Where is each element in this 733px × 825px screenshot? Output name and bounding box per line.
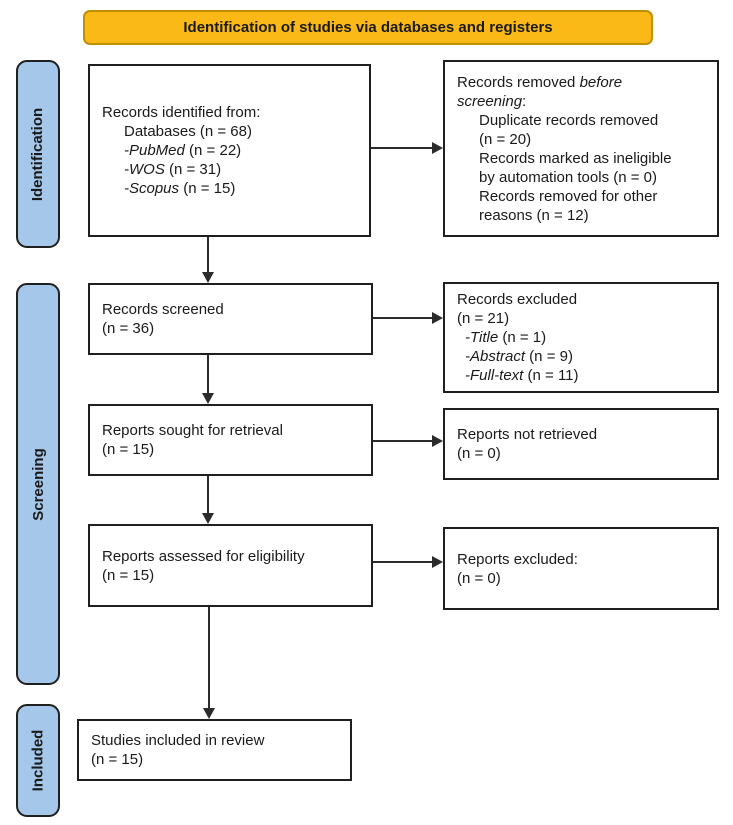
text-line: Records marked as ineligible [479,149,672,167]
text-line: Records removed for other [479,187,658,205]
text-line: Reports assessed for eligibility [102,547,305,565]
arrow-head-down-icon [202,513,214,524]
text-line: -PubMed (n = 22) [124,142,242,159]
text-line: (n = 0) [457,445,501,462]
text-line: -Abstract (n = 9) [465,348,573,365]
stage-included-text: Included [29,729,47,792]
banner-header: Identification of studies via databases … [83,10,653,45]
text-line: (n = 15) [102,566,155,584]
text-line: (n = 36) [102,320,155,337]
text-line: -Scopus (n = 15) [124,180,236,197]
stage-label-screening: Screening [16,283,60,685]
box-reports-excluded: Reports excluded:(n = 0) [443,527,719,610]
arrow-screened-to-excluded [373,312,443,324]
text-line: Reports sought for retrieval [102,422,283,439]
stage-identification-text: Identification [29,107,47,201]
text-line: (n = 0) [457,569,501,587]
box-records-identified: Records identified from: Databases (n = 6… [88,64,371,237]
arrow-identified-to-removed [371,142,443,154]
arrow-identified-to-screened [202,237,214,283]
box-reports-sought-for-retrieval: Reports sought for retrieval (n = 15) [88,404,373,476]
text-line: screening: [457,92,527,110]
stage-label-included: Included [16,704,60,817]
text-line: by automation tools (n = 0) [479,168,658,186]
arrow-shaft [371,147,433,149]
text-line: -Full-text (n = 11) [465,367,579,384]
arrow-head-right-icon [432,312,443,324]
text-line: Records screened [102,301,224,318]
arrow-head-down-icon [203,708,215,719]
arrow-sought-to-assessed [202,476,214,524]
text-line: Databases (n = 68) [124,123,252,140]
arrow-head-right-icon [432,435,443,447]
arrow-shaft [373,440,433,442]
arrow-shaft [373,561,433,563]
text-line: (n = 20) [479,130,532,148]
arrow-head-down-icon [202,393,214,404]
arrow-shaft [208,607,210,709]
text-line: Records identified from: [102,104,261,121]
text-line: Records excluded [457,291,578,308]
arrow-screened-to-sought [202,355,214,404]
text-line: (n = 15) [91,751,144,768]
arrow-shaft [207,355,209,394]
text-line: Reports not retrieved [457,426,598,443]
arrow-head-right-icon [432,556,443,568]
arrow-head-right-icon [432,142,443,154]
text-line: Reports excluded: [457,550,578,568]
text-line: Studies included in review [91,732,265,749]
arrow-shaft [373,317,433,319]
text-line: -Title (n = 1) [465,329,547,346]
arrow-shaft [207,476,209,514]
arrow-sought-to-not-retrieved [373,435,443,447]
box-reports-not-retrieved: Reports not retrieved (n = 0) [443,408,719,480]
text-line: (n = 21) [457,310,510,327]
arrow-head-down-icon [202,272,214,283]
arrow-assessed-to-included [203,607,215,719]
box-records-excluded: Records excluded (n = 21) -Title (n = 1) -A… [443,282,719,393]
text-line: -WOS (n = 31) [124,161,222,178]
arrow-assessed-to-reports-excluded [373,556,443,568]
stage-label-identification: Identification [16,60,60,248]
box-studies-included-in-review: Studies included in review (n = 15) [77,719,352,781]
text-line: (n = 15) [102,441,155,458]
box-reports-assessed-for-eligibility: Reports assessed for eligibility(n = 15) [88,524,373,607]
arrow-shaft [207,237,209,273]
text-line: reasons (n = 12) [479,206,589,224]
stage-screening-text: Screening [29,447,47,521]
text-line: Records removed before [457,73,623,91]
text-line: Duplicate records removed [479,111,659,129]
box-records-screened: Records screened (n = 36) [88,283,373,355]
banner-title: Identification of studies via databases … [183,19,553,36]
